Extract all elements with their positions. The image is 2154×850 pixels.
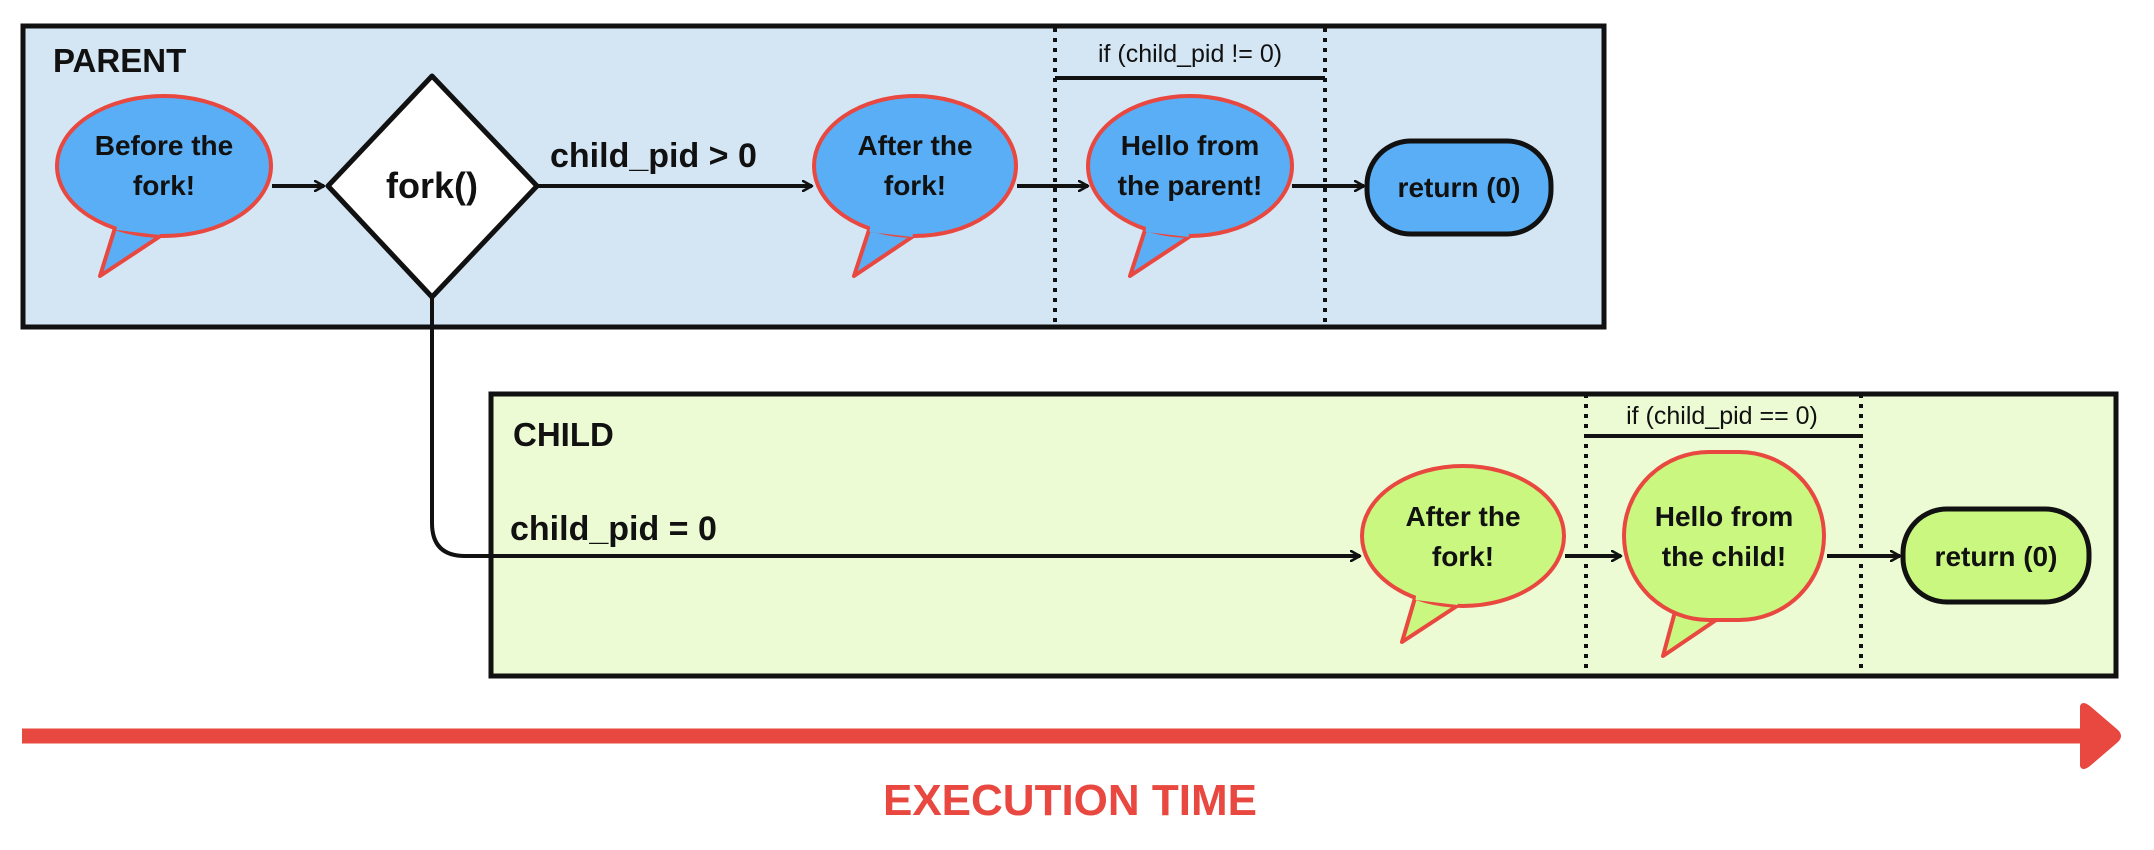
- parent-condition-bracket: if (child_pid != 0): [1053, 28, 1327, 325]
- child-hello-bubble: Hello from the child!: [1622, 450, 1826, 658]
- before-fork-line-2: fork!: [133, 170, 195, 201]
- parent-panel-label: PARENT: [53, 42, 186, 79]
- child-condition-label: if (child_pid == 0): [1626, 402, 1818, 430]
- parent-hello-line-2: the parent!: [1118, 170, 1263, 201]
- child-hello-line-1: Hello from: [1655, 501, 1793, 532]
- fork-label: fork(): [386, 165, 478, 206]
- child-after-fork-line-2: fork!: [1432, 541, 1494, 572]
- child-edge-label: child_pid = 0: [510, 510, 717, 548]
- parent-condition-label: if (child_pid != 0): [1098, 40, 1282, 68]
- timeline-arrowhead-icon: [2080, 703, 2121, 769]
- parent-after-fork-bubble: After the fork!: [812, 94, 1018, 278]
- arrow-fork-to-child-after: [430, 297, 1360, 556]
- child-hello-line-2: the child!: [1662, 541, 1786, 572]
- parent-after-fork-line-2: fork!: [884, 170, 946, 201]
- before-fork-bubble: Before the fork!: [55, 94, 273, 278]
- parent-hello-bubble: Hello from the parent!: [1086, 94, 1294, 278]
- child-condition-bracket: if (child_pid == 0): [1584, 394, 1863, 676]
- parent-hello-line-1: Hello from: [1121, 130, 1259, 161]
- parent-return-node: return (0): [1364, 138, 1554, 237]
- child-after-fork-bubble: After the fork!: [1360, 464, 1566, 644]
- parent-return-label: return (0): [1398, 172, 1521, 203]
- execution-time-axis: EXECUTION TIME: [22, 703, 2121, 825]
- parent-edge-label: child_pid > 0: [550, 137, 757, 175]
- child-panel-label: CHILD: [513, 416, 614, 453]
- child-panel: CHILD: [488, 391, 2119, 679]
- child-return-node: return (0): [1900, 506, 2092, 605]
- before-fork-line-1: Before the: [95, 130, 233, 161]
- parent-after-fork-line-1: After the: [857, 130, 972, 161]
- child-after-fork-line-1: After the: [1405, 501, 1520, 532]
- execution-time-label: EXECUTION TIME: [883, 776, 1257, 825]
- child-return-label: return (0): [1935, 541, 2058, 572]
- fork-decision: fork(): [325, 73, 540, 300]
